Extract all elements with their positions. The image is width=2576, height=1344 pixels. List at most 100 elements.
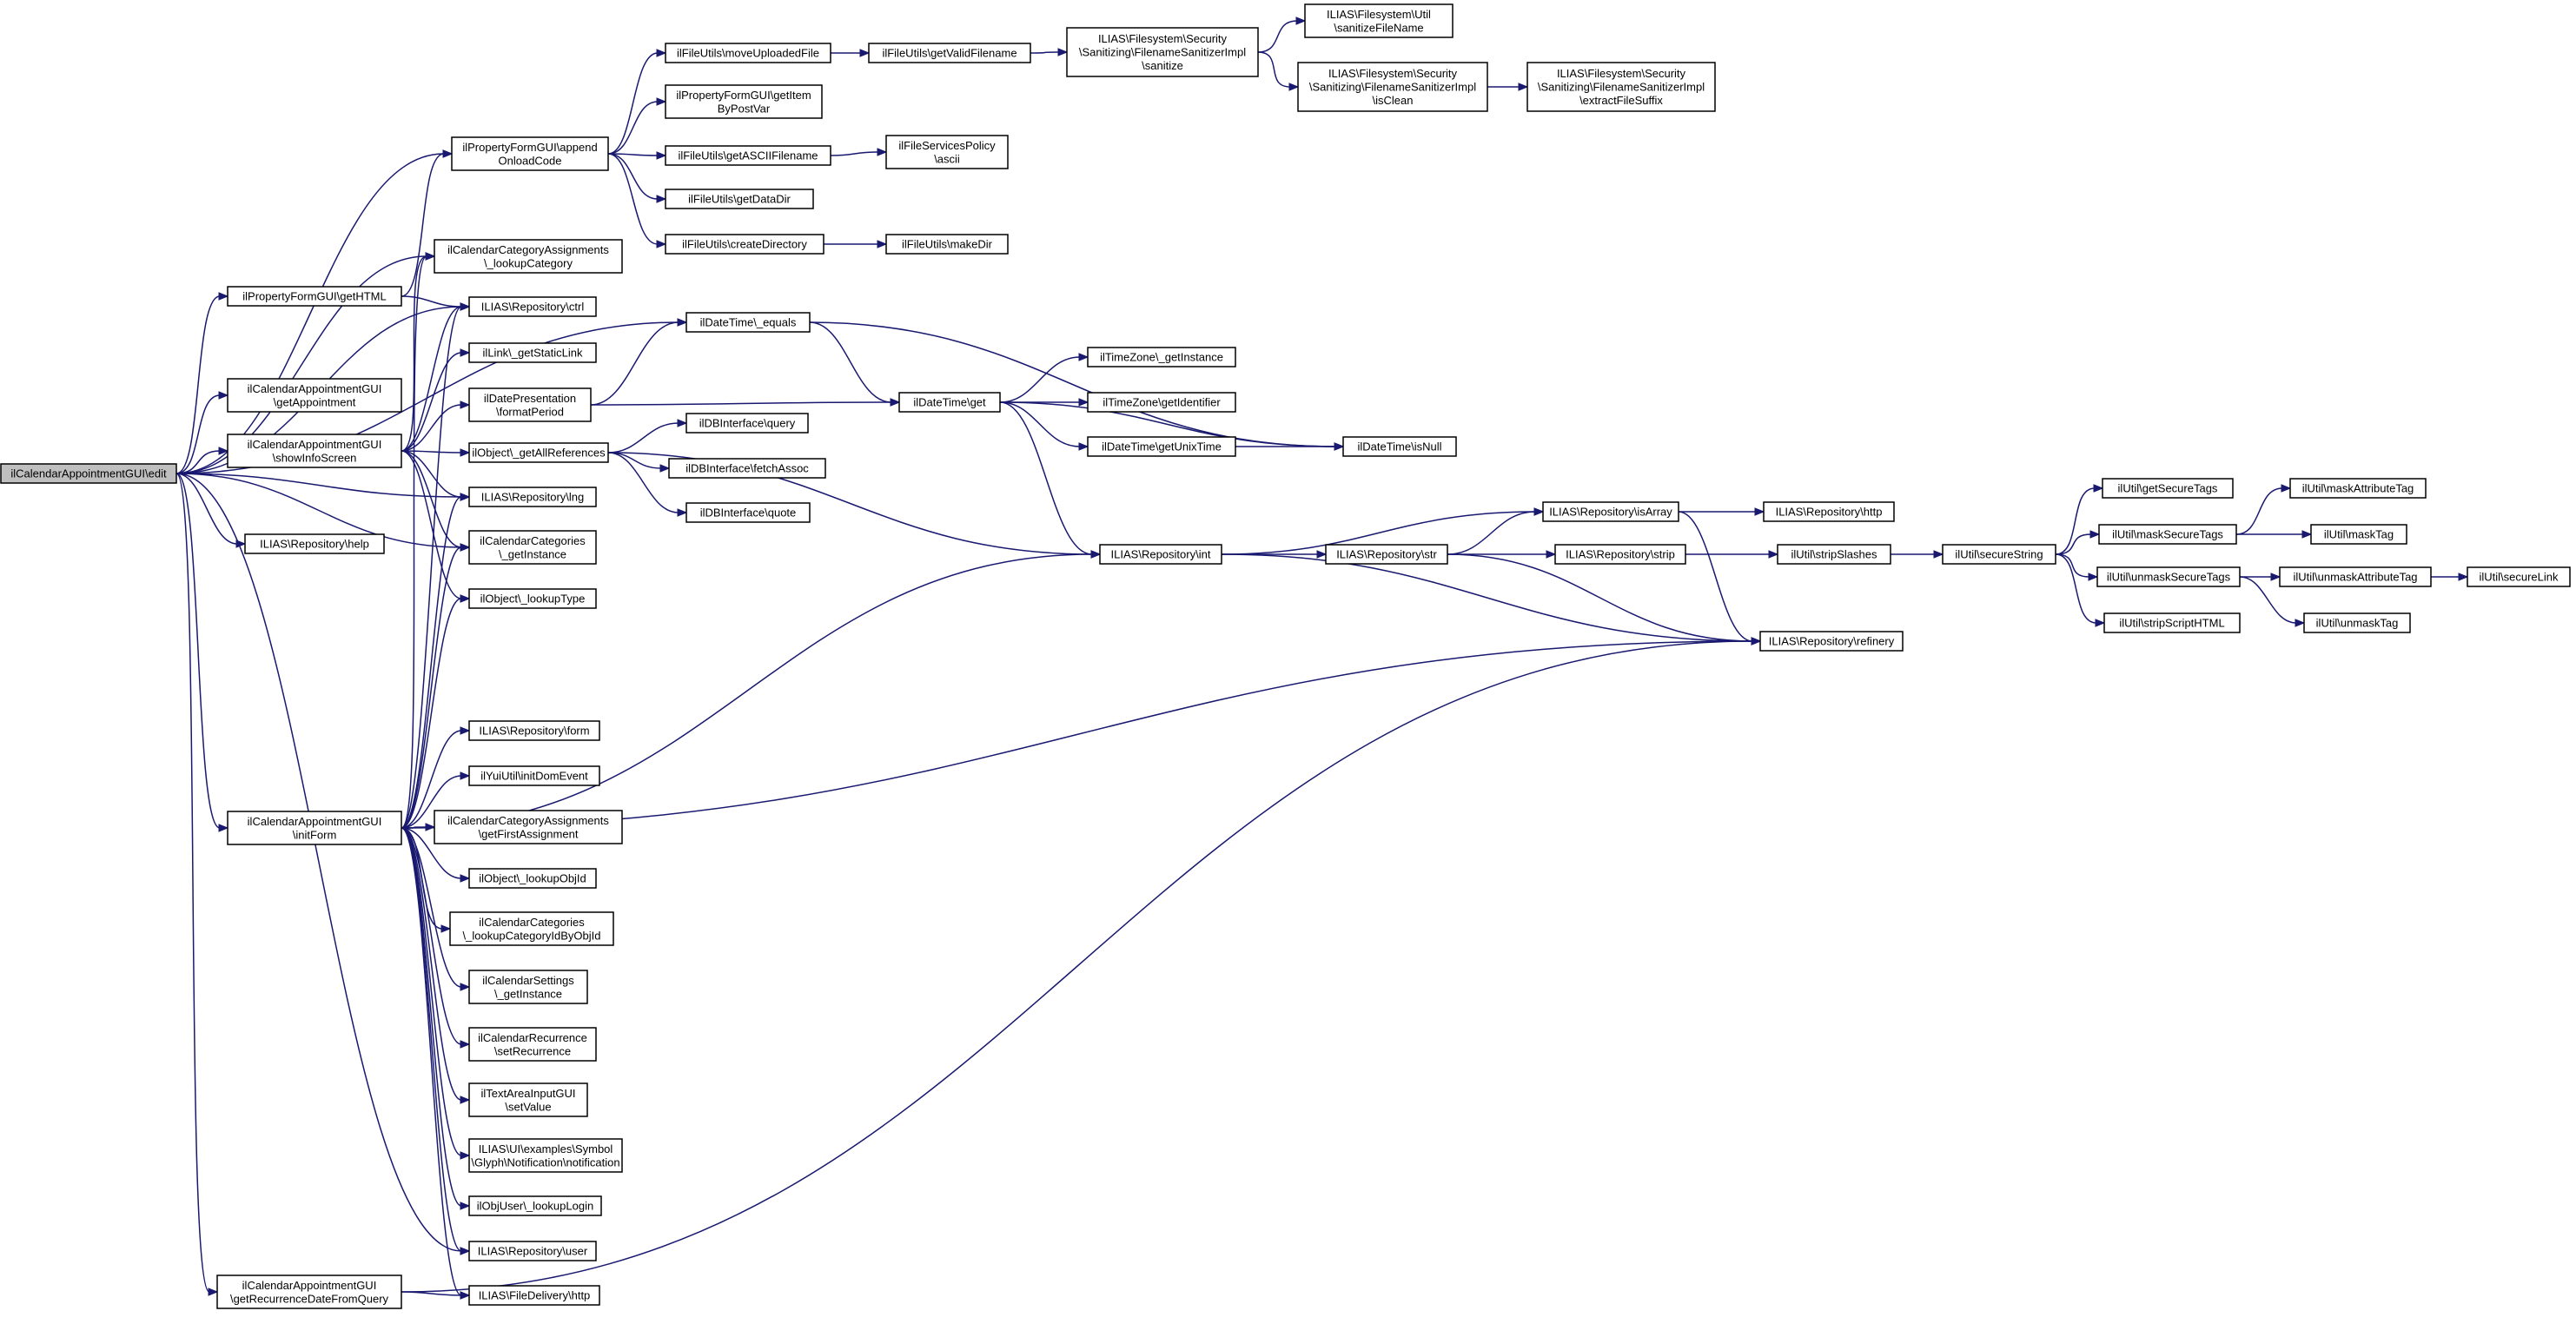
node-label: \isClean (1373, 94, 1414, 107)
node-label: ilCalendarRecurrence (478, 1031, 587, 1044)
node-label: \initForm (293, 828, 337, 841)
graph-node[interactable]: ilYuiUtil\initDomEvent (468, 765, 600, 786)
edge-line (401, 827, 462, 1296)
graph-node[interactable]: ILIAS\Repository\help (244, 533, 385, 554)
graph-node[interactable]: ilDBInterface\fetchAssoc (668, 458, 826, 479)
graph-node[interactable]: ilFileUtils\getDataDir (665, 189, 814, 209)
edge-line (1447, 553, 1753, 642)
node-box (468, 442, 609, 463)
graph-node[interactable]: ilUtil\unmaskTag (2303, 612, 2411, 633)
graph-node[interactable]: ilCalendarAppointmentGUI\initForm (227, 811, 402, 845)
edge-arrowhead (460, 401, 471, 409)
graph-node[interactable]: ILIAS\Repository\strip (1554, 544, 1686, 565)
graph-node[interactable]: ILIAS\Repository\refinery (1759, 631, 1904, 652)
graph-node[interactable]: ilLink\_getStaticLink (468, 342, 597, 363)
graph-node[interactable]: ilUtil\maskSecureTags (2098, 524, 2237, 545)
graph-node[interactable]: ilTimeZone\_getInstance (1087, 347, 1236, 367)
node-label: ilCalendarSettings (482, 974, 574, 987)
graph-node[interactable]: ilCalendarAppointmentGUI\getAppointment (227, 378, 402, 413)
graph-node[interactable]: ilObject\_lookupObjId (468, 868, 597, 889)
graph-node[interactable]: ILIAS\Filesystem\Security\Sanitizing\Fil… (1066, 27, 1259, 77)
node-box (2303, 612, 2411, 633)
graph-node[interactable]: ilFileUtils\getASCIIFilename (665, 145, 831, 166)
graph-node[interactable]: ilObject\_lookupType (468, 588, 597, 609)
node-label: ilPropertyFormGUI\getHTML (242, 290, 386, 303)
edge-line (175, 295, 221, 474)
graph-node[interactable]: ILIAS\FileDelivery\http (468, 1285, 600, 1306)
node-label: ilDBInterface\query (699, 417, 796, 430)
graph-node[interactable]: ilDBInterface\query (685, 413, 809, 434)
graph-node[interactable]: ilDateTime\getUnixTime (1087, 436, 1236, 457)
node-box (468, 765, 600, 786)
edge-line (401, 640, 1753, 1293)
node-label: ilUtil\stripSlashes (1791, 548, 1877, 561)
graph-node[interactable]: ILIAS\Filesystem\Security\Sanitizing\Fil… (1297, 62, 1488, 112)
graph-node[interactable]: ilDatePresentation\formatPeriod (468, 387, 592, 422)
graph-node[interactable]: ilUtil\maskAttributeTag (2289, 478, 2427, 499)
graph-node[interactable]: ilObjUser\_lookupLogin (468, 1195, 602, 1216)
node-label: ILIAS\Repository\refinery (1769, 635, 1895, 648)
graph-node[interactable]: ilFileUtils\moveUploadedFile (665, 43, 831, 63)
graph-node[interactable]: ilTimeZone\getIdentifier (1087, 392, 1236, 413)
node-box (868, 43, 1031, 63)
graph-node[interactable]: ilTextAreaInputGUI\setValue (468, 1082, 588, 1117)
node-box (1759, 631, 1904, 652)
node-box (1342, 436, 1457, 457)
graph-node[interactable]: ILIAS\Repository\http (1763, 501, 1895, 522)
graph-node[interactable]: ILIAS\Repository\str (1325, 544, 1448, 565)
edge-line (401, 827, 462, 988)
graph-node[interactable]: ILIAS\Repository\isArray (1542, 501, 1679, 522)
graph-node[interactable]: ILIAS\Filesystem\Security\Sanitizing\Fil… (1526, 62, 1716, 112)
edge-line (401, 827, 462, 1045)
graph-node[interactable]: ilUtil\maskTag (2310, 524, 2407, 545)
graph-node[interactable]: ilFileUtils\getValidFilename (868, 43, 1031, 63)
graph-node[interactable]: ILIAS\Repository\int (1099, 544, 1222, 565)
graph-node[interactable]: ILIAS\Repository\ctrl (468, 296, 597, 317)
graph-node[interactable]: ilUtil\secureString (1942, 544, 2056, 565)
node-label: ilCalendarAppointmentGUI (248, 382, 382, 395)
graph-node[interactable]: ilCalendarAppointmentGUI\getRecurrenceDa… (216, 1274, 402, 1309)
graph-node[interactable]: ilFileUtils\createDirectory (665, 234, 824, 255)
graph-node[interactable]: ILIAS\Repository\lng (468, 487, 597, 507)
node-label: ilUtil\unmaskSecureTags (2107, 571, 2231, 584)
graph-node[interactable]: ilDateTime\_equals (685, 312, 811, 333)
edge-line (607, 422, 679, 454)
graph-node[interactable]: ilUtil\stripSlashes (1777, 544, 1891, 565)
graph-node[interactable]: ilCalendarCategoryAssignments\getFirstAs… (434, 810, 623, 844)
graph-node[interactable]: ilCalendarCategoryAssignments\_lookupCat… (434, 239, 623, 274)
graph-node[interactable]: ilDBInterface\quote (685, 502, 811, 523)
graph-node[interactable]: ilUtil\getSecureTags (2102, 478, 2234, 499)
node-box (468, 1138, 623, 1173)
graph-node[interactable]: ilCalendarAppointmentGUI\showInfoScreen (227, 434, 402, 468)
graph-node[interactable]: ILIAS\Repository\user (468, 1241, 597, 1261)
edge-line (175, 473, 210, 1293)
graph-node[interactable]: ilDateTime\isNull (1342, 436, 1457, 457)
node-label: OnloadCode (499, 154, 562, 167)
edge-line (1221, 511, 1536, 555)
graph-node[interactable]: ilCalendarSettings\_getInstance (468, 970, 588, 1004)
graph-node[interactable]: ILIAS\Repository\form (468, 720, 600, 741)
graph-node[interactable]: ilDateTime\get (898, 392, 1001, 413)
graph-node[interactable]: ilUtil\secureLink (2467, 566, 2571, 587)
graph-node[interactable]: ilCalendarRecurrence\setRecurrence (468, 1027, 597, 1062)
node-box (468, 387, 592, 422)
graph-node[interactable]: ILIAS\Filesystem\Util\sanitizeFileName (1304, 3, 1454, 38)
graph-node[interactable]: ilUtil\stripScriptHTML (2103, 612, 2241, 633)
graph-node[interactable]: ilCalendarAppointmentGUI\edit (0, 463, 177, 484)
graph-node[interactable]: ilUtil\unmaskSecureTags (2096, 566, 2241, 587)
node-label: \_getInstance (494, 987, 562, 1000)
graph-node[interactable]: ilPropertyFormGUI\getHTML (227, 286, 402, 307)
graph-node[interactable]: ilFileUtils\makeDir (885, 234, 1009, 255)
graph-node[interactable]: ilObject\_getAllReferences (468, 442, 609, 463)
graph-node[interactable]: ilUtil\unmaskAttributeTag (2279, 566, 2432, 587)
graph-node[interactable]: ilCalendarCategories\_getInstance (468, 530, 597, 565)
node-box (434, 239, 623, 274)
graph-node[interactable]: ilCalendarCategories\_lookupCategoryIdBy… (449, 911, 614, 946)
edge-arrowhead (1533, 507, 1545, 516)
edge-arrowhead (859, 49, 871, 57)
graph-node[interactable]: ilFileServicesPolicy\ascii (885, 135, 1009, 169)
graph-node[interactable]: ILIAS\UI\examples\Symbol\Glyph\Notificat… (468, 1138, 623, 1173)
node-label: \setRecurrence (494, 1044, 571, 1057)
